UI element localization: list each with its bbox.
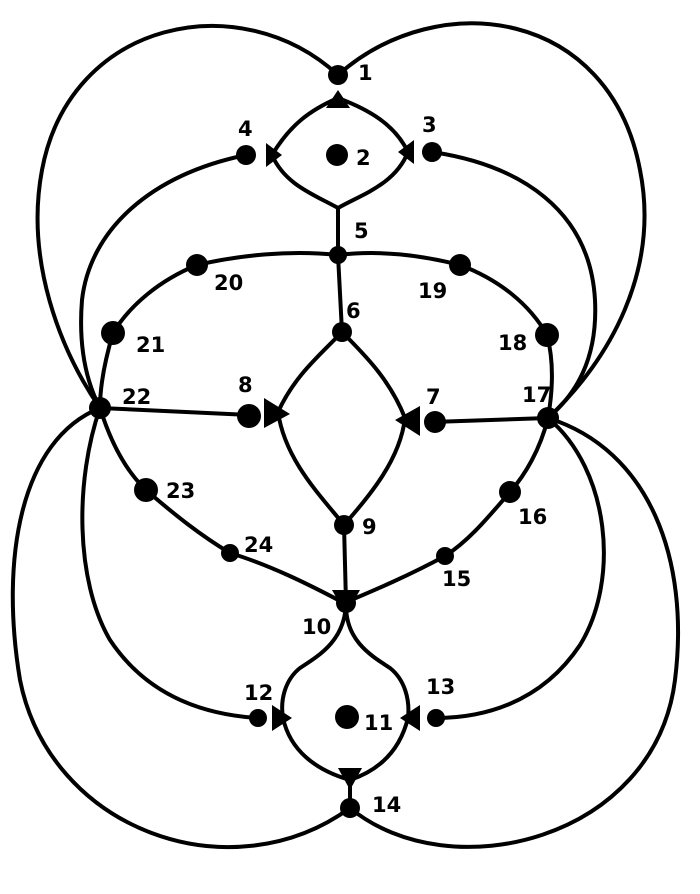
edge-6-8: [276, 330, 344, 414]
edge-1-3: [336, 96, 410, 154]
junction-8: [264, 398, 290, 428]
edge-24-10: [228, 551, 346, 605]
node-2: [326, 144, 348, 166]
junction-marks: [264, 90, 420, 790]
label-9: 9: [362, 515, 377, 539]
label-5: 5: [354, 219, 369, 243]
node-17: [537, 407, 559, 429]
label-1: 1: [358, 61, 373, 85]
node-labels: 1 2 3 4 5 6 7 8 9 10 11 12 13 14 15 16 1…: [122, 61, 551, 817]
edge-17-14: [348, 416, 680, 849]
label-23: 23: [166, 479, 195, 503]
junction-14: [338, 768, 362, 790]
edge-8-9: [276, 410, 346, 527]
edge-7-9: [342, 416, 407, 527]
label-19: 19: [418, 279, 447, 303]
node-13: [427, 709, 445, 727]
edge-4-22: [79, 153, 248, 410]
node-10: [336, 593, 356, 613]
node-19: [449, 254, 471, 276]
edge-20-21: [111, 263, 199, 335]
edge-5a-6: [336, 253, 344, 334]
edge-4-5: [270, 153, 340, 210]
label-7: 7: [426, 385, 441, 409]
node-20: [186, 254, 208, 276]
node-9: [334, 515, 354, 535]
node-24: [221, 544, 239, 562]
edge-12-14: [281, 716, 352, 782]
junction-1: [326, 90, 350, 108]
edge-5a-20: [195, 251, 340, 267]
edge-17-13: [434, 416, 606, 720]
label-16: 16: [518, 505, 547, 529]
edge-22-23: [98, 406, 148, 492]
junction-4: [266, 143, 282, 167]
edge-16-15: [443, 490, 512, 558]
label-4: 4: [238, 117, 253, 141]
label-6: 6: [346, 299, 361, 323]
node-16: [499, 481, 521, 503]
junction-3: [398, 140, 414, 164]
node-8: [237, 404, 261, 428]
nodes: [89, 65, 559, 818]
node-3: [422, 142, 442, 162]
edge-1-4: [270, 96, 340, 157]
edge-13-14: [348, 716, 410, 782]
junction-12: [272, 705, 292, 731]
label-13: 13: [426, 675, 455, 699]
node-23: [134, 478, 158, 502]
label-8: 8: [238, 373, 253, 397]
node-14: [340, 798, 360, 818]
label-18: 18: [498, 331, 527, 355]
label-2: 2: [356, 146, 371, 170]
edge-22-14: [10, 406, 352, 850]
node-22: [89, 397, 111, 419]
edge-19-18: [458, 263, 549, 337]
junction-7: [395, 406, 420, 436]
label-21: 21: [136, 333, 165, 357]
label-22: 22: [122, 385, 151, 409]
node-1: [328, 65, 348, 85]
node-18: [535, 323, 559, 347]
node-15: [436, 547, 454, 565]
junction-13: [400, 705, 420, 731]
label-15: 15: [442, 567, 471, 591]
node-5: [329, 246, 347, 264]
node-6: [332, 322, 352, 342]
label-3: 3: [422, 113, 437, 137]
edge-3-17: [430, 150, 598, 420]
edge-7-17: [430, 416, 550, 424]
node-12: [249, 709, 267, 727]
node-21: [101, 321, 125, 345]
edge-1-22: [35, 23, 340, 410]
label-12: 12: [244, 681, 273, 705]
label-24: 24: [244, 533, 273, 557]
label-10: 10: [302, 615, 331, 639]
edge-15-10: [342, 554, 447, 605]
edge-22-8: [98, 406, 252, 417]
edge-22-12: [80, 406, 260, 720]
edge-10-12: [280, 601, 348, 720]
edge-1-17: [336, 21, 647, 420]
edge-3-5: [336, 150, 410, 210]
edge-6-7: [340, 330, 407, 420]
node-11: [335, 705, 359, 729]
label-14: 14: [372, 793, 401, 817]
node-7: [424, 411, 446, 433]
label-17: 17: [522, 383, 551, 407]
edge-5a-19: [336, 251, 462, 267]
edge-10-13: [343, 601, 411, 720]
edge-17-16: [508, 416, 550, 494]
node-4: [236, 145, 256, 165]
label-20: 20: [214, 271, 243, 295]
label-11: 11: [364, 711, 393, 735]
